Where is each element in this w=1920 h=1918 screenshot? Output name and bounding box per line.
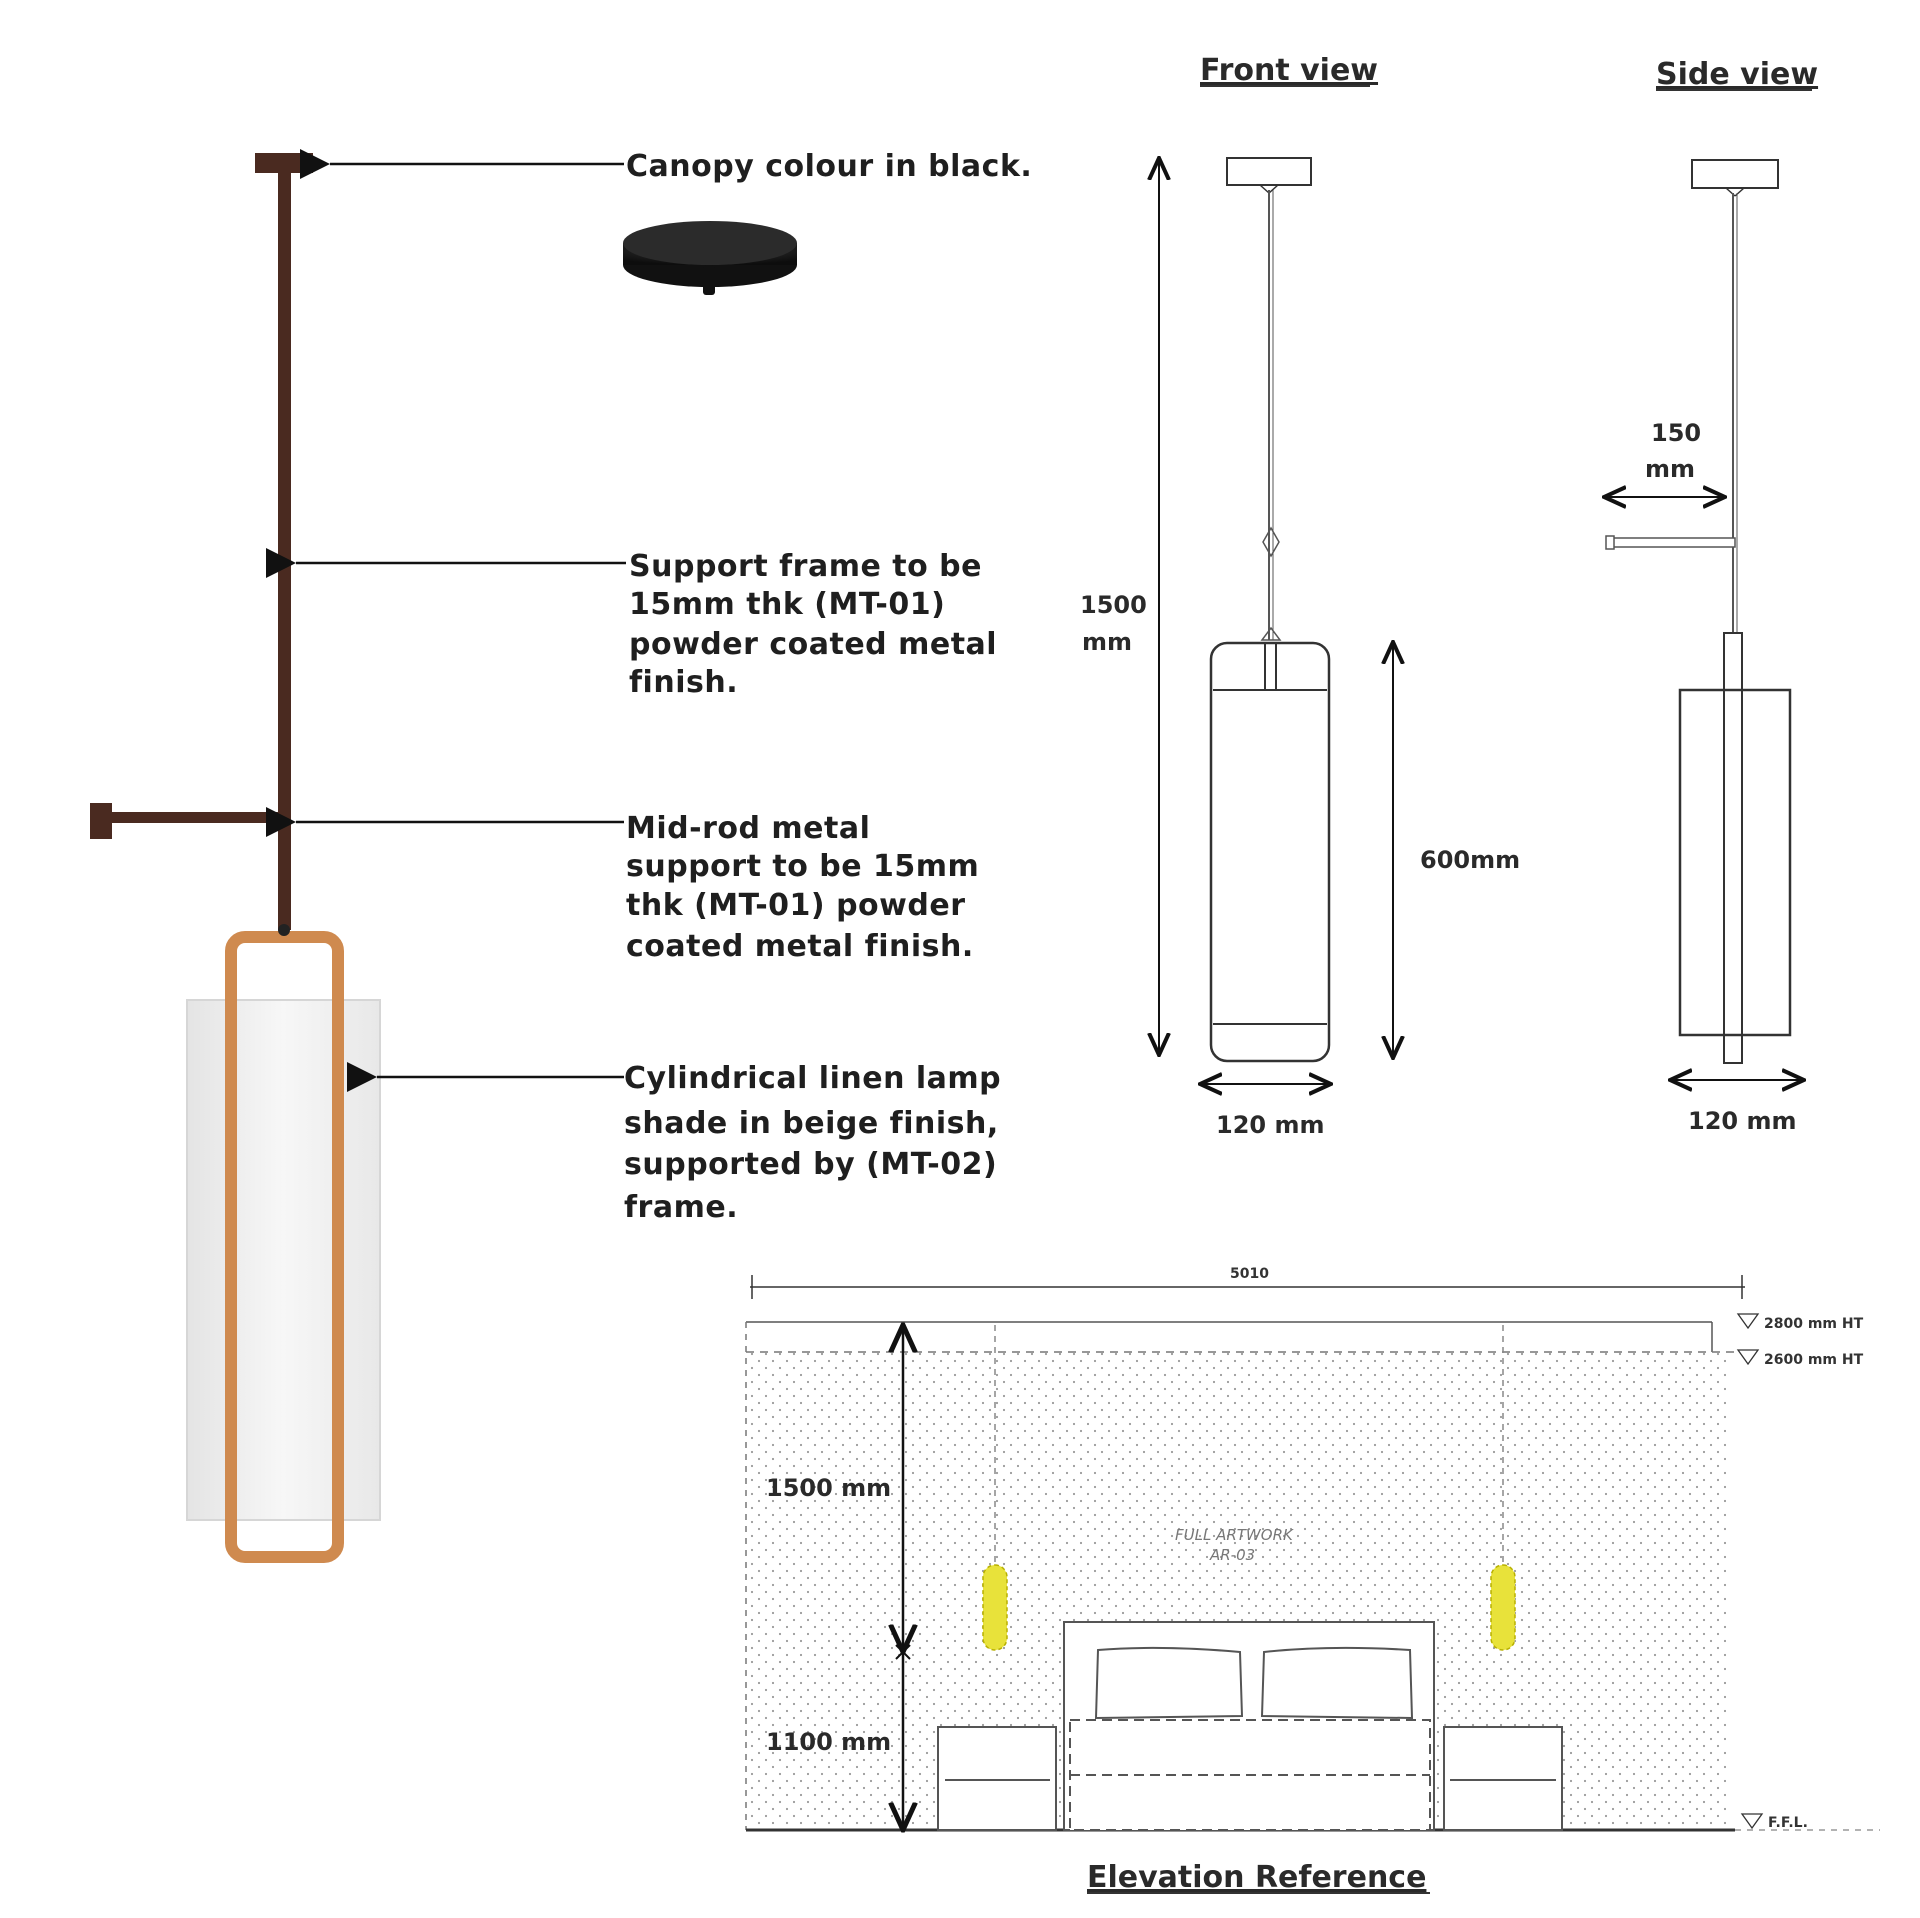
shade-frame xyxy=(225,931,344,1563)
canopy-label: Canopy colour in black. xyxy=(626,149,1032,184)
front-view-title: Front view xyxy=(1200,53,1378,88)
ceiling-top-level: 2800 mm HT xyxy=(1764,1316,1864,1332)
leader-lines xyxy=(266,149,626,1092)
nightstand-left xyxy=(937,1726,1057,1831)
elevation-drawing: 5010 2800 mm HT 2600 mm HT F.F.L. 1500 m… xyxy=(745,1266,1880,1895)
canopy-plate xyxy=(255,153,313,173)
front-view: Front view 1500 mm 600mm 120 mm xyxy=(1080,53,1520,1139)
mid-rod-end xyxy=(90,803,112,839)
canopy-photo xyxy=(623,221,797,295)
floor-level: F.F.L. xyxy=(1768,1815,1808,1831)
nightstand-right xyxy=(1443,1726,1563,1831)
side-view: Side view 150 mm 120 mm xyxy=(1604,57,1818,1135)
pendant-right xyxy=(1490,1564,1516,1651)
side-offset: 150 mm xyxy=(1645,419,1709,483)
lamp-render xyxy=(90,153,381,1563)
ceiling-bottom-level: 2600 mm HT xyxy=(1764,1352,1864,1368)
mid-rod-arm xyxy=(100,812,285,823)
side-width: 120 mm xyxy=(1688,1107,1796,1135)
elevation-drop-height: 1500 mm xyxy=(766,1474,891,1502)
side-view-title: Side view xyxy=(1656,57,1818,92)
frame-connector xyxy=(278,924,290,936)
bed xyxy=(1063,1621,1435,1831)
shade-label: Cylindrical linen lamp shade in beige fi… xyxy=(624,1061,1012,1225)
elevation-title: Elevation Reference xyxy=(1087,1860,1426,1895)
lamp-shade xyxy=(186,999,381,1521)
artwork-note: FULL ARTWORK AR-03 xyxy=(1175,1526,1298,1564)
mid-rod-label: Mid-rod metal support to be 15mm thk (MT… xyxy=(626,811,990,964)
front-width: 120 mm xyxy=(1216,1111,1324,1139)
front-overall-height: 1500 mm xyxy=(1080,591,1155,656)
elevation-overall-width: 5010 xyxy=(1230,1266,1269,1282)
front-shade-height: 600mm xyxy=(1420,846,1520,874)
elevation-mount-height: 1100 mm xyxy=(766,1728,891,1756)
support-frame-label: Support frame to be 15mm thk (MT-01) pow… xyxy=(629,549,1008,700)
pendant-left xyxy=(982,1564,1008,1651)
